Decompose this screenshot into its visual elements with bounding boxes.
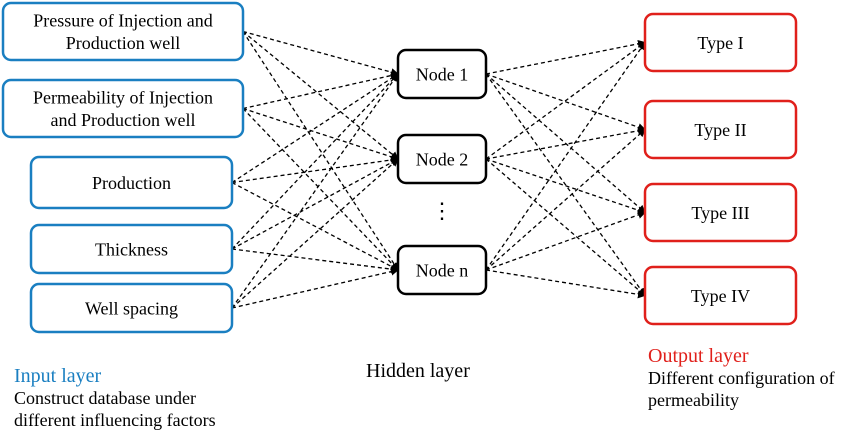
input-layer-caption: Input layer Construct database under dif…	[14, 364, 216, 431]
input-node-permeability-label: and Production well	[51, 110, 196, 130]
connection-edges	[231, 30, 646, 309]
edge-node-1-to-type-4	[485, 73, 646, 297]
input-node-permeability-label: Permeability of Injection	[33, 88, 213, 108]
edge-node-2-to-type-3	[485, 158, 646, 215]
hidden-layer-title: Hidden layer	[366, 360, 470, 382]
edge-input-permeability-to-node-n	[242, 108, 399, 271]
input-layer-description-1: Construct database under	[14, 388, 196, 408]
output-node-type-4-label: Type IV	[691, 286, 750, 306]
input-node-pressure-label: Production well	[66, 33, 181, 53]
edge-node-1-to-type-2	[485, 73, 646, 131]
output-node-type-3-label: Type III	[691, 203, 749, 223]
edge-node-1-to-type-3	[485, 73, 646, 214]
input-layer-description-2: different influencing factors	[14, 409, 216, 430]
output-node-type-3: Type III	[643, 182, 798, 243]
edge-input-thickness-to-node-1	[231, 73, 399, 250]
output-layer-title: Output layer	[648, 345, 749, 367]
output-node-type-4: Type IV	[643, 265, 798, 326]
input-node-well-spacing: Well spacing	[29, 282, 234, 334]
edge-input-permeability-to-node-2	[242, 107, 399, 161]
edge-input-production-to-node-1	[231, 73, 399, 184]
input-node-production: Production	[29, 155, 234, 210]
output-node-type-2-label: Type II	[694, 120, 746, 140]
hidden-node-1-label: Node 1	[416, 64, 469, 84]
output-node-type-1: Type I	[643, 12, 798, 73]
input-node-thickness: Thickness	[29, 223, 234, 275]
edge-input-permeability-to-node-1	[242, 71, 399, 110]
hidden-layer-ellipsis: ⋮	[431, 198, 453, 223]
edge-input-production-to-node-2	[231, 156, 399, 184]
edge-node-n-to-type-2	[485, 128, 646, 271]
output-node-type-1-label: Type I	[697, 33, 743, 53]
edge-input-pressure-to-node-2	[242, 30, 399, 160]
edge-input-pressure-to-node-n	[242, 31, 399, 271]
edge-node-2-to-type-4	[485, 158, 646, 297]
edge-input-well-spacing-to-node-2	[231, 158, 399, 309]
input-node-pressure-label: Pressure of Injection and	[33, 11, 212, 31]
input-layer-title: Input layer	[14, 365, 102, 387]
input-node-well-spacing-label: Well spacing	[85, 298, 178, 318]
hidden-node-2-label: Node 2	[416, 149, 469, 169]
hidden-node-n-label: Node n	[416, 260, 469, 280]
edge-input-thickness-to-node-n	[231, 248, 399, 274]
output-node-type-2: Type II	[643, 99, 798, 160]
hidden-node-2: Node 2	[396, 133, 488, 185]
edge-input-well-spacing-to-node-n	[231, 267, 399, 309]
input-node-thickness-label: Thickness	[95, 239, 168, 259]
input-node-production-label: Production	[92, 173, 171, 193]
edge-node-1-to-type-1	[485, 39, 646, 75]
edge-input-pressure-to-node-1	[242, 30, 399, 77]
edge-node-n-to-type-3	[485, 211, 646, 271]
edge-node-2-to-type-2	[485, 126, 646, 160]
edge-input-production-to-node-n	[231, 181, 399, 271]
hidden-node-n: Node n	[396, 244, 488, 296]
edge-node-n-to-type-1	[485, 41, 646, 271]
output-layer-caption: Output layer Different configuration of …	[648, 344, 835, 411]
edge-input-well-spacing-to-node-1	[231, 73, 399, 309]
hidden-node-1: Node 1	[396, 48, 488, 100]
edge-node-2-to-type-1	[485, 41, 646, 160]
edge-node-n-to-type-4	[485, 269, 646, 299]
edge-input-thickness-to-node-2	[231, 158, 399, 250]
output-layer-description-2: permeability	[648, 389, 739, 410]
output-layer-description-1: Different configuration of	[648, 368, 835, 388]
